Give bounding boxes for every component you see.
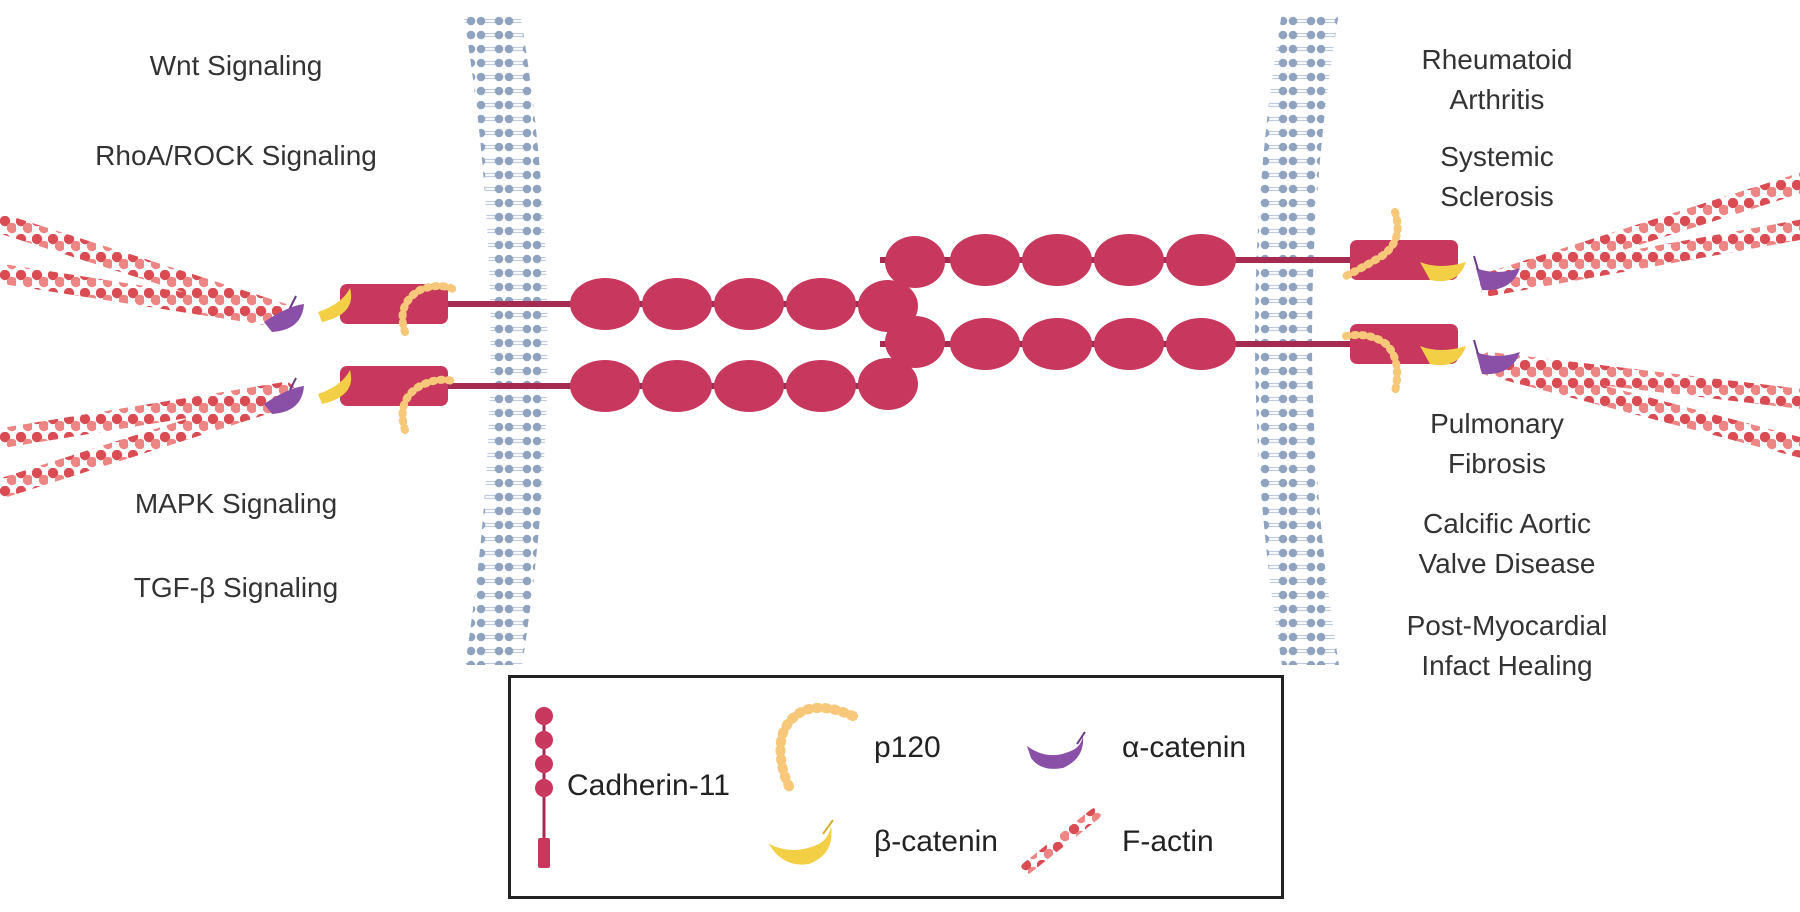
legend-box: Cadherin-11 p120 α-catenin β-catenin F-a… xyxy=(508,675,1284,899)
disease-label-systemic-sclerosis: Systemic Sclerosis xyxy=(1440,137,1554,217)
disease-line: Infact Healing xyxy=(1421,650,1593,681)
f-actin-left-upper xyxy=(0,212,295,328)
right-cell-membrane xyxy=(1255,12,1339,665)
left-lower-ec-domains xyxy=(570,358,918,412)
disease-line: Fibrosis xyxy=(1447,448,1546,479)
disease-label-post-myocardial: Post-Myocardial Infact Healing xyxy=(1407,606,1608,686)
pathway-label-tgf-beta: TGF-β Signaling xyxy=(133,572,339,603)
f-actin-legend-icon xyxy=(1021,808,1101,874)
p120-legend-icon xyxy=(775,702,858,795)
right-lower-cadherin-complex xyxy=(1342,324,1520,396)
left-lower-cadherin-complex xyxy=(264,366,585,434)
legend-label-alpha-catenin: α-catenin xyxy=(1122,731,1247,764)
disease-line: Systemic xyxy=(1440,141,1554,172)
legend-label-p120: p120 xyxy=(874,731,941,764)
legend-label-beta-catenin: β-catenin xyxy=(874,825,998,858)
left-upper-ec-domains xyxy=(570,278,918,332)
right-lower-ec-domains xyxy=(880,316,1355,370)
right-upper-cadherin-complex xyxy=(1342,208,1520,291)
left-upper-cadherin-complex xyxy=(264,282,585,336)
disease-line: Valve Disease xyxy=(1418,548,1596,579)
f-actin-right-upper xyxy=(1480,172,1800,296)
left-cell-membrane xyxy=(463,12,548,665)
beta-catenin-legend-icon xyxy=(769,819,834,865)
pathway-label-wnt: Wnt Signaling xyxy=(149,50,323,81)
disease-label-rheumatoid-arthritis: Rheumatoid Arthritis xyxy=(1422,40,1573,120)
disease-line: Pulmonary xyxy=(1430,408,1564,439)
disease-label-calcific-aortic-valve: Calcific Aortic Valve Disease xyxy=(1419,504,1596,584)
disease-line: Arthritis xyxy=(1449,84,1545,115)
alpha-catenin-legend-icon xyxy=(1027,731,1086,769)
pathway-label-mapk: MAPK Signaling xyxy=(134,488,338,519)
disease-line: Post-Myocardial xyxy=(1406,610,1608,641)
disease-line: Sclerosis xyxy=(1440,181,1554,212)
f-actin-left-lower xyxy=(0,382,295,500)
legend-label-cadherin: Cadherin-11 xyxy=(567,769,730,802)
disease-line: Rheumatoid xyxy=(1421,44,1573,75)
disease-line: Calcific Aortic xyxy=(1422,508,1592,539)
legend-label-f-actin: F-actin xyxy=(1122,825,1214,858)
disease-label-pulmonary-fibrosis: Pulmonary Fibrosis xyxy=(1430,404,1564,484)
pathway-label-rhoa-rock: RhoA/ROCK Signaling xyxy=(95,140,377,171)
cadherin-legend-icon xyxy=(535,707,553,868)
right-upper-ec-domains xyxy=(880,234,1355,288)
f-actin-right-lower xyxy=(1480,352,1800,458)
